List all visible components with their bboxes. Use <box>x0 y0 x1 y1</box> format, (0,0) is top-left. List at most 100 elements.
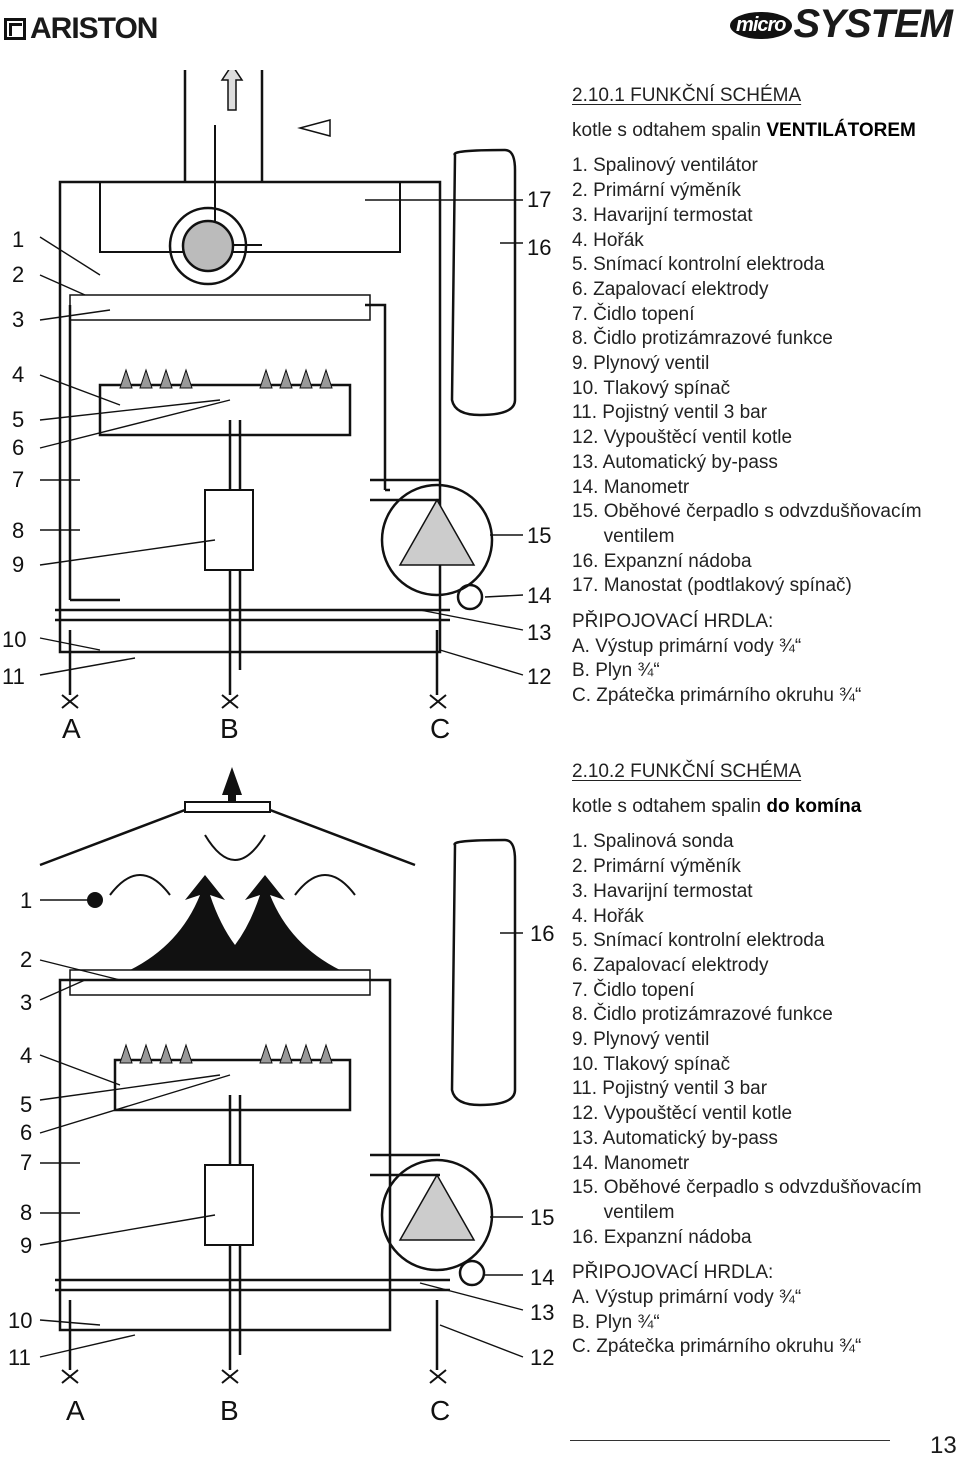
list-item: 4. Hořák <box>572 905 644 927</box>
section-1-title: 2.10.1 FUNKČNÍ SCHÉMA <box>572 85 802 106</box>
section-1-subtitle-prefix: kotle s odtahem spalin <box>572 119 767 141</box>
schematic-1: 1 2 3 4 5 6 7 8 9 10 11 17 16 15 14 13 1… <box>2 70 551 744</box>
d2-label-A: A <box>66 1395 85 1426</box>
d2-label-C: C <box>430 1395 450 1426</box>
list-item: 15. Oběhové čerpadlo s odvzdušňovacím <box>572 501 922 523</box>
d2-label-15: 15 <box>530 1205 554 1230</box>
air-inlet-arrow <box>297 119 331 137</box>
flue-probe <box>87 892 103 908</box>
d2-label-2: 2 <box>20 947 32 972</box>
list-item: 7. Čidlo topení <box>572 303 695 325</box>
d2-label-16: 16 <box>530 921 554 946</box>
d1-label-6: 6 <box>12 435 24 460</box>
list-item: 2. Primární výměník <box>572 856 741 878</box>
list-item: 1. Spalinová sonda <box>572 831 734 853</box>
d1-label-3: 3 <box>12 307 24 332</box>
section-1-subtitle-bold: VENTILÁTOREM <box>766 119 916 141</box>
list-item: 6. Zapalovací elektrody <box>572 278 769 300</box>
list-item: 12. Vypouštěcí ventil kotle <box>572 1103 793 1125</box>
d1-label-A: A <box>62 713 81 744</box>
microsystem-logo: micro SYSTEM <box>730 2 953 47</box>
d2-label-9: 9 <box>20 1233 32 1258</box>
page-number: 13 <box>930 1432 957 1459</box>
d1-label-5: 5 <box>12 407 24 432</box>
d1-label-7: 7 <box>12 467 24 492</box>
list-item: 11. Pojistný ventil 3 bar <box>572 1078 768 1100</box>
brand-right-small: micro <box>730 12 792 39</box>
section-2-subtitle: kotle s odtahem spalin do komína <box>572 795 922 820</box>
list-item: 2. Primární výměník <box>572 180 741 202</box>
d2-label-10: 10 <box>8 1308 32 1333</box>
d2-label-3: 3 <box>20 990 32 1015</box>
list-item: 9. Plynový ventil <box>572 353 710 375</box>
connection-item: C. Zpátečka primárního okruhu ¾“ <box>572 685 862 707</box>
connection-item: B. Plyn ¾“ <box>572 660 660 682</box>
section-2-subtitle-bold: do komína <box>766 795 862 817</box>
flue-gas-plume <box>130 875 340 970</box>
footer-divider <box>570 1440 890 1441</box>
d1-label-1: 1 <box>12 227 24 252</box>
list-item: 6. Zapalovací elektrody <box>572 954 769 976</box>
section-1-subtitle: kotle s odtahem spalin VENTILÁTOREM <box>572 119 922 144</box>
list-item: ventilem <box>572 1201 675 1223</box>
ariston-logo-icon <box>4 18 26 40</box>
connection-item: A. Výstup primární vody ¾“ <box>572 1287 802 1309</box>
list-item: 3. Havarijní termostat <box>572 880 753 902</box>
d2-label-13: 13 <box>530 1300 554 1325</box>
list-item: ventilem <box>572 525 675 547</box>
list-item: 11. Pojistný ventil 3 bar <box>572 402 768 424</box>
section-1-list: 1. Spalinový ventilátor 2. Primární výmě… <box>572 154 922 599</box>
d1-label-15: 15 <box>527 523 551 548</box>
list-item: 4. Hořák <box>572 229 644 251</box>
section-2-list: 1. Spalinová sonda 2. Primární výměník 3… <box>572 830 922 1250</box>
list-item: 8. Čidlo protizámrazové funkce <box>572 328 833 350</box>
list-item: 10. Tlakový spínač <box>572 1053 731 1075</box>
section-2-subtitle-prefix: kotle s odtahem spalin <box>572 795 767 817</box>
list-item: 14. Manometr <box>572 1152 690 1174</box>
d1-label-14: 14 <box>527 583 551 608</box>
d2-label-8: 8 <box>20 1200 32 1225</box>
brand-left-text: ARISTON <box>30 12 158 45</box>
flue-arrow-2 <box>222 767 242 803</box>
d1-label-16: 16 <box>527 235 551 260</box>
d2-label-6: 6 <box>20 1120 32 1145</box>
list-item: 16. Expanzní nádoba <box>572 1226 752 1248</box>
section-1: 2.10.1 FUNKČNÍ SCHÉMA kotle s odtahem sp… <box>572 84 922 709</box>
list-item: 10. Tlakový spínač <box>572 377 731 399</box>
d1-label-8: 8 <box>12 518 24 543</box>
d2-label-5: 5 <box>20 1092 32 1117</box>
d1-label-10: 10 <box>2 627 26 652</box>
list-item: 13. Automatický by-pass <box>572 451 778 473</box>
d2-label-7: 7 <box>20 1150 32 1175</box>
list-item: 1. Spalinový ventilátor <box>572 155 758 177</box>
d1-label-12: 12 <box>527 664 551 689</box>
list-item: 7. Čidlo topení <box>572 979 695 1001</box>
d2-label-14: 14 <box>530 1265 554 1290</box>
fan-outer <box>168 206 248 286</box>
list-item: 5. Snímací kontrolní elektroda <box>572 930 825 952</box>
list-item: 16. Expanzní nádoba <box>572 550 752 572</box>
list-item: 13. Automatický by-pass <box>572 1127 778 1149</box>
list-item: 17. Manostat (podtlakový spínač) <box>572 575 852 597</box>
section-2: 2.10.2 FUNKČNÍ SCHÉMA kotle s odtahem sp… <box>572 760 922 1360</box>
list-item: 12. Vypouštěcí ventil kotle <box>572 427 793 449</box>
ariston-logo: ARISTON <box>4 12 158 46</box>
schematic-2: 1 2 3 4 5 6 7 8 9 10 11 16 15 14 13 12 A… <box>8 767 554 1426</box>
list-item: 3. Havarijní termostat <box>572 204 753 226</box>
connection-item: C. Zpátečka primárního okruhu ¾“ <box>572 1336 862 1358</box>
section-2-title: 2.10.2 FUNKČNÍ SCHÉMA <box>572 761 802 782</box>
d1-label-17: 17 <box>527 187 551 212</box>
d1-label-11: 11 <box>2 664 25 689</box>
fan-inner <box>181 219 235 273</box>
d2-label-12: 12 <box>530 1345 554 1370</box>
d1-label-B: B <box>220 713 239 744</box>
section-1-conn-title: PŘIPOJOVACÍ HRDLA: <box>572 611 774 633</box>
section-2-conn-title: PŘIPOJOVACÍ HRDLA: <box>572 1262 774 1284</box>
d1-label-C: C <box>430 713 450 744</box>
d1-label-4: 4 <box>12 362 24 387</box>
flue-arrow <box>220 70 244 111</box>
d1-label-2: 2 <box>12 262 24 287</box>
list-item: 9. Plynový ventil <box>572 1029 710 1051</box>
d1-label-13: 13 <box>527 620 551 645</box>
list-item: 8. Čidlo protizámrazové funkce <box>572 1004 833 1026</box>
